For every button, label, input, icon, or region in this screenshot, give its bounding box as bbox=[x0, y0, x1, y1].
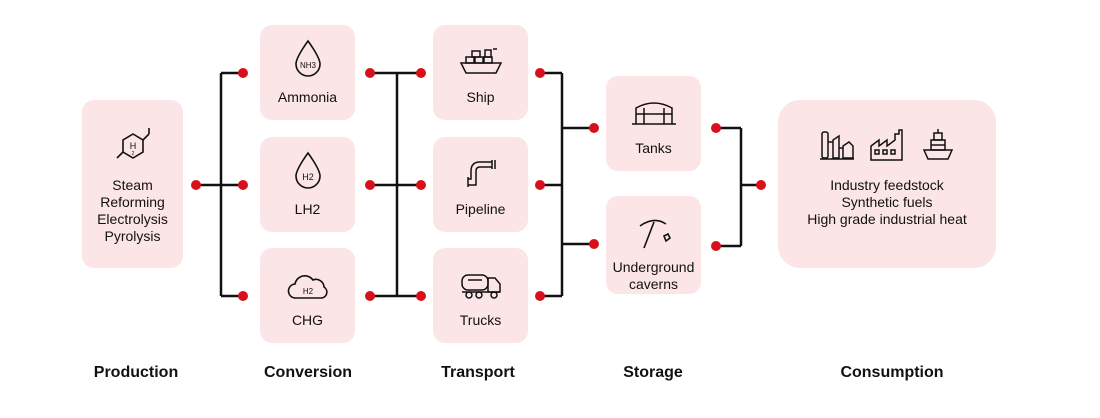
consumption-line: High grade industrial heat bbox=[807, 211, 967, 227]
connector-dot bbox=[535, 68, 545, 78]
h2-drop-icon: H2 bbox=[260, 151, 355, 189]
connector-dot bbox=[238, 68, 248, 78]
conversion-label: LH2 bbox=[294, 201, 321, 217]
production-line: Pyrolysis bbox=[104, 228, 161, 244]
connector-dot bbox=[589, 239, 599, 249]
transport-label: Trucks bbox=[459, 312, 502, 328]
h2-cloud-icon: H2 bbox=[260, 272, 355, 302]
connector-dot bbox=[365, 180, 375, 190]
transport-trucks-box: Trucks bbox=[433, 248, 528, 343]
connector-dot bbox=[416, 68, 426, 78]
stage-label-consumption: Consumption bbox=[840, 364, 944, 381]
connector-dot bbox=[238, 291, 248, 301]
nh3-drop-icon: NH3 bbox=[260, 39, 355, 77]
production-line: Steam bbox=[112, 177, 153, 193]
h2-molecule-icon: H 2 bbox=[82, 126, 183, 166]
factory-icon bbox=[869, 128, 907, 167]
ship-icon bbox=[433, 47, 528, 75]
connector-dot bbox=[711, 123, 721, 133]
connector-dot bbox=[711, 241, 721, 251]
transport-pipeline-box: Pipeline bbox=[433, 137, 528, 232]
connector-dot bbox=[365, 291, 375, 301]
production-line: Reforming bbox=[100, 194, 165, 210]
conversion-label: CHG bbox=[291, 312, 324, 328]
connector-dot bbox=[238, 180, 248, 190]
icon-text: NH3 bbox=[299, 61, 316, 70]
connector-dot bbox=[589, 123, 599, 133]
storage-caverns-box: Underground caverns bbox=[606, 196, 701, 294]
connector-dot bbox=[535, 291, 545, 301]
conversion-ammonia-box: NH3 Ammonia bbox=[260, 25, 355, 120]
svg-text:2: 2 bbox=[131, 151, 134, 157]
svg-text:H: H bbox=[129, 141, 136, 151]
transport-ship-box: Ship bbox=[433, 25, 528, 120]
stage-label-conversion: Conversion bbox=[263, 364, 352, 381]
connector-dot bbox=[416, 180, 426, 190]
production-line: Electrolysis bbox=[97, 211, 168, 227]
connector-dot bbox=[416, 291, 426, 301]
storage-label: Tanks bbox=[635, 140, 672, 156]
truck-icon bbox=[433, 270, 528, 300]
icon-text: H2 bbox=[302, 172, 314, 182]
consumption-line: Synthetic fuels bbox=[841, 194, 933, 210]
stage-label-storage: Storage bbox=[623, 364, 683, 381]
connector-dot bbox=[756, 180, 766, 190]
transport-label: Pipeline bbox=[455, 201, 506, 217]
storage-label-line: caverns bbox=[628, 276, 679, 292]
storage-label-line: Underground bbox=[612, 259, 695, 275]
pipeline-icon bbox=[433, 157, 528, 191]
conversion-lh2-box: H2 LH2 bbox=[260, 137, 355, 232]
connector-dot bbox=[535, 180, 545, 190]
tank-icon bbox=[606, 96, 701, 128]
conversion-chg-box: H2 CHG bbox=[260, 248, 355, 343]
stage-label-production: Production bbox=[93, 364, 179, 381]
stage-label-transport: Transport bbox=[441, 364, 515, 381]
conversion-label: Ammonia bbox=[277, 89, 338, 105]
connector-dot bbox=[191, 180, 201, 190]
icon-text: H2 bbox=[302, 287, 313, 296]
production-box: H 2 Steam Reforming Electrolysis Pyrolys… bbox=[82, 100, 183, 268]
consumption-box: Industry feedstock Synthetic fuels High … bbox=[778, 100, 996, 268]
pickaxe-icon bbox=[606, 216, 701, 252]
cargo-ship-icon bbox=[921, 128, 955, 167]
transport-label: Ship bbox=[466, 89, 495, 105]
storage-tanks-box: Tanks bbox=[606, 76, 701, 171]
consumption-line: Industry feedstock bbox=[830, 177, 944, 193]
connector-dot bbox=[365, 68, 375, 78]
lab-equipment-icon bbox=[819, 128, 855, 167]
